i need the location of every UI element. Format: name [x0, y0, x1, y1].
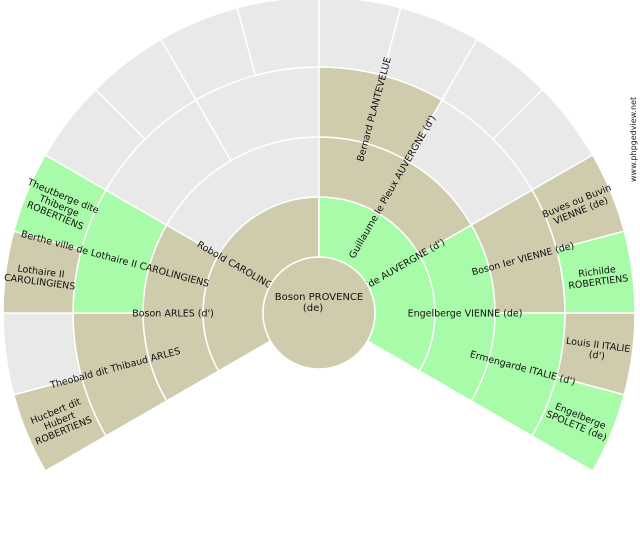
ancestor-name-line: Boson ARLES (d')	[132, 309, 214, 320]
root-person-qualifier: (de)	[303, 303, 323, 314]
root-person[interactable]: Boson PROVENCE (de)	[262, 256, 376, 370]
root-person-circle	[262, 256, 376, 370]
root-person-name: Boson PROVENCE	[275, 292, 363, 303]
ancestor-name-line: Richilde	[578, 264, 617, 280]
site-watermark: www.phpgedview.net	[629, 97, 638, 182]
ancestor-segment[interactable]	[531, 375, 626, 473]
ancestor-segments	[2, 0, 636, 473]
ancestor-name-line: Engelberge VIENNE (de)	[408, 309, 523, 320]
ancestor-name-line: (d')	[588, 349, 605, 362]
ancestor-name: Engelberge VIENNE (de)	[408, 309, 523, 320]
ancestor-name: Boson ARLES (d')	[132, 309, 214, 320]
